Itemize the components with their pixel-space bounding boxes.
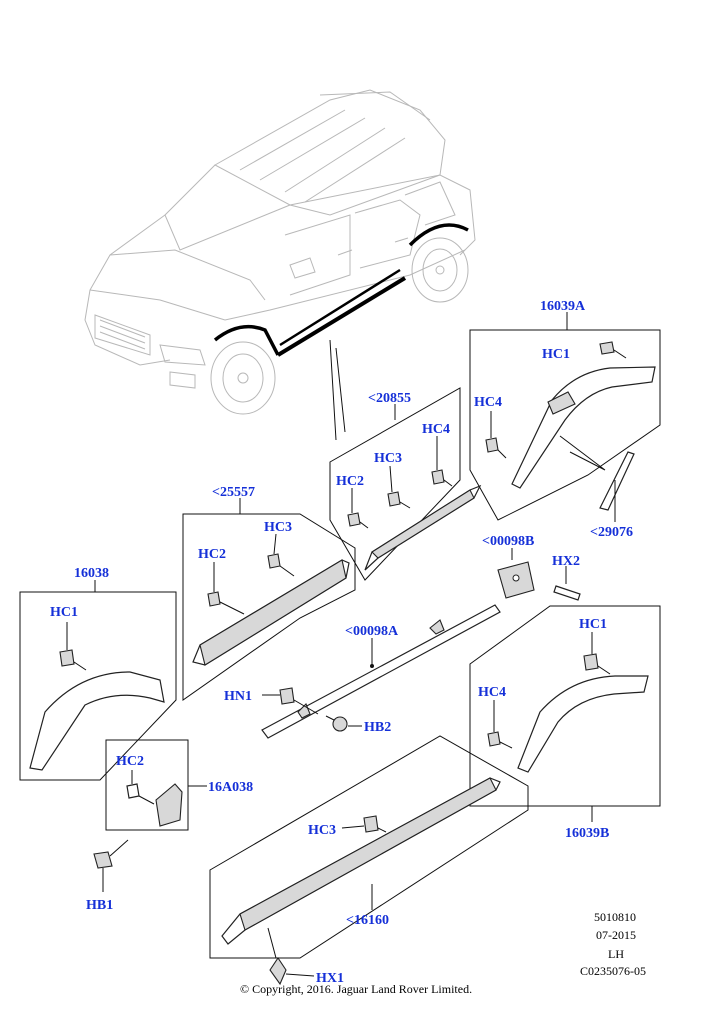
diagram-ref: 5010810 bbox=[594, 910, 636, 924]
hb1-bolt bbox=[93, 851, 113, 869]
label-16160: <16160 bbox=[346, 913, 389, 928]
group-25557 bbox=[182, 498, 356, 701]
label-hc1-c: HC1 bbox=[579, 617, 607, 632]
diagram-date: 07-2015 bbox=[596, 928, 636, 942]
group-16A038 bbox=[93, 739, 207, 892]
label-hn1: HN1 bbox=[224, 689, 252, 704]
label-00098A: <00098A bbox=[345, 624, 399, 639]
label-16039A: 16039A bbox=[540, 299, 586, 314]
label-25557: <25557 bbox=[212, 485, 255, 500]
hb2-bolt bbox=[332, 716, 348, 732]
label-29076: <29076 bbox=[590, 525, 633, 540]
label-hc2-b: HC2 bbox=[198, 547, 226, 562]
diagram-code: C0235076-05 bbox=[580, 964, 646, 978]
label-hc2-c: HC2 bbox=[116, 754, 144, 769]
hc4-clip-a bbox=[485, 411, 507, 459]
label-16039B: 16039B bbox=[565, 826, 609, 841]
group-16039B bbox=[469, 605, 661, 822]
group-00098B bbox=[497, 548, 581, 601]
label-hc1-b: HC1 bbox=[50, 605, 78, 620]
group-16160 bbox=[209, 735, 529, 986]
hc3-clip-c bbox=[363, 815, 379, 833]
hc4-clip-c bbox=[487, 731, 501, 747]
hc1-clip-b bbox=[59, 649, 75, 667]
label-hc4-a: HC4 bbox=[474, 395, 502, 410]
label-hx2: HX2 bbox=[552, 554, 580, 569]
label-hc4-c: HC4 bbox=[478, 685, 506, 700]
label-hc1-a: HC1 bbox=[542, 347, 570, 362]
hn1-clip bbox=[279, 687, 295, 705]
hc2-clip-c bbox=[207, 591, 221, 607]
group-00098A bbox=[261, 604, 501, 739]
label-hc3-a: HC3 bbox=[374, 451, 402, 466]
label-16A038: 16A038 bbox=[208, 780, 253, 795]
hc4-clip-b bbox=[431, 469, 445, 485]
label-hc3-c: HC3 bbox=[308, 823, 336, 838]
label-00098B: <00098B bbox=[482, 534, 534, 549]
hx1-fastener bbox=[269, 957, 287, 986]
group-16039A bbox=[469, 312, 661, 522]
vehicle-illustration bbox=[84, 89, 476, 415]
label-hb1: HB1 bbox=[86, 898, 113, 913]
label-16038: 16038 bbox=[74, 566, 109, 581]
copyright: © Copyright, 2016. Jaguar Land Rover Lim… bbox=[240, 982, 472, 996]
label-hx1: HX1 bbox=[316, 971, 344, 986]
label-hc2-a: HC2 bbox=[336, 474, 364, 489]
hc2-clip-b bbox=[347, 512, 361, 527]
hc3-clip-a bbox=[387, 491, 401, 507]
group-20855 bbox=[329, 387, 482, 581]
label-hc4-b: HC4 bbox=[422, 422, 450, 437]
hc1-clip-c bbox=[583, 653, 599, 671]
label-20855: <20855 bbox=[368, 391, 411, 406]
label-hb2: HB2 bbox=[364, 720, 391, 735]
hc1-clip-a bbox=[599, 341, 627, 359]
car-leader-lines bbox=[329, 339, 346, 441]
label-hc3-b: HC3 bbox=[264, 520, 292, 535]
group-16038 bbox=[19, 580, 177, 781]
diagram-side: LH bbox=[608, 947, 624, 961]
hc3-clip-b bbox=[267, 553, 281, 569]
hc2-clip-d bbox=[126, 783, 140, 799]
